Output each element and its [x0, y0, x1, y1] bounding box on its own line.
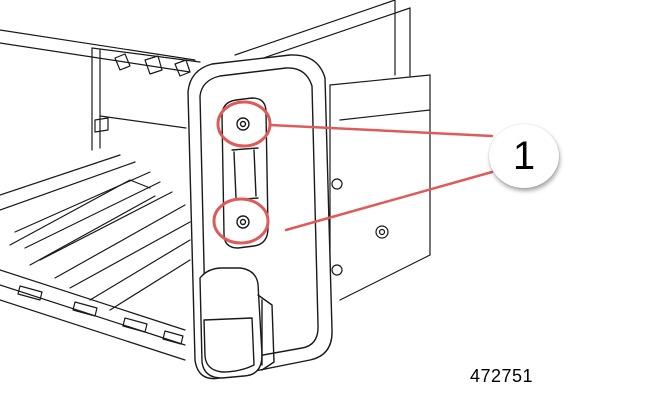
figure-id-label: 472751 — [470, 366, 534, 386]
leader-line-lower — [284, 170, 494, 232]
highlight-circle-lower-screw — [212, 197, 270, 245]
leader-line-upper — [268, 123, 494, 138]
chassis-cage — [0, 0, 431, 361]
callout-leader-lines — [268, 123, 494, 232]
front-bezel-handle — [187, 54, 333, 380]
callout-number: 1 — [512, 133, 536, 178]
callout-number-badge: 1 — [489, 124, 559, 188]
